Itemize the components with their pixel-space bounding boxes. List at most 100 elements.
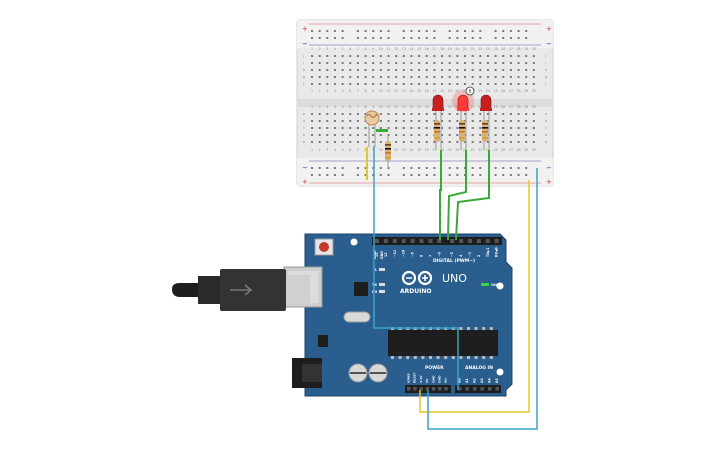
breadboard-hole[interactable] <box>326 55 329 57</box>
breadboard-hole[interactable] <box>318 62 321 64</box>
power-socket[interactable] <box>413 387 417 391</box>
rail-hole[interactable] <box>425 174 428 176</box>
analog-socket[interactable] <box>488 387 492 391</box>
rail-hole[interactable] <box>418 174 421 176</box>
breadboard-hole[interactable] <box>448 134 451 136</box>
breadboard-hole[interactable] <box>379 134 382 136</box>
rail-hole[interactable] <box>433 167 436 169</box>
breadboard-hole[interactable] <box>379 113 382 115</box>
breadboard-hole[interactable] <box>471 134 474 136</box>
breadboard-hole[interactable] <box>418 83 421 85</box>
breadboard-hole[interactable] <box>318 134 321 136</box>
breadboard-hole[interactable] <box>532 120 535 122</box>
rail-hole[interactable] <box>379 30 382 32</box>
breadboard-hole[interactable] <box>402 83 405 85</box>
rail-hole[interactable] <box>525 37 528 39</box>
breadboard-hole[interactable] <box>387 69 390 71</box>
rail-hole[interactable] <box>525 30 528 32</box>
breadboard-hole[interactable] <box>318 120 321 122</box>
digital-socket[interactable] <box>476 239 481 243</box>
rail-hole[interactable] <box>494 167 497 169</box>
wire-green-1[interactable] <box>439 150 442 240</box>
breadboard-hole[interactable] <box>311 134 313 136</box>
rail-hole[interactable] <box>471 174 474 176</box>
breadboard-hole[interactable] <box>425 55 428 57</box>
breadboard-hole[interactable] <box>479 113 482 115</box>
breadboard-hole[interactable] <box>364 141 367 143</box>
breadboard-hole[interactable] <box>349 76 352 78</box>
rail-hole[interactable] <box>318 174 321 176</box>
digital-socket[interactable] <box>494 239 499 243</box>
short-green-jumper[interactable] <box>376 129 388 132</box>
breadboard-hole[interactable] <box>333 134 336 136</box>
breadboard-hole[interactable] <box>379 141 382 143</box>
breadboard-hole[interactable] <box>333 62 336 64</box>
breadboard-hole[interactable] <box>341 141 344 143</box>
breadboard-hole[interactable] <box>364 76 367 78</box>
rail-hole[interactable] <box>509 167 512 169</box>
rail-hole[interactable] <box>333 30 336 32</box>
info-marker-icon[interactable] <box>465 86 475 96</box>
rail-hole[interactable] <box>364 167 367 169</box>
breadboard-hole[interactable] <box>433 141 436 143</box>
rail-hole[interactable] <box>387 30 390 32</box>
rail-hole[interactable] <box>341 167 344 169</box>
led-icon[interactable] <box>457 94 469 111</box>
breadboard-hole[interactable] <box>441 120 444 122</box>
rail-hole[interactable] <box>418 30 421 32</box>
breadboard-hole[interactable] <box>532 113 535 115</box>
rail-hole[interactable] <box>402 174 405 176</box>
breadboard-hole[interactable] <box>341 134 344 136</box>
breadboard-hole[interactable] <box>464 55 466 57</box>
breadboard-hole[interactable] <box>402 113 405 115</box>
breadboard-hole[interactable] <box>356 120 359 122</box>
breadboard-hole[interactable] <box>402 141 405 143</box>
rail-hole[interactable] <box>387 37 390 39</box>
breadboard-hole[interactable] <box>356 76 359 78</box>
analog-socket[interactable] <box>480 387 485 391</box>
breadboard-hole[interactable] <box>326 127 329 129</box>
breadboard-hole[interactable] <box>502 134 505 136</box>
breadboard-hole[interactable] <box>326 134 329 136</box>
breadboard-hole[interactable] <box>441 69 444 71</box>
breadboard-hole[interactable] <box>341 113 344 115</box>
breadboard-hole[interactable] <box>525 120 528 122</box>
rail-hole[interactable] <box>425 167 428 169</box>
rail-hole[interactable] <box>456 37 459 39</box>
rail-hole[interactable] <box>356 174 359 176</box>
rail-hole[interactable] <box>433 37 436 39</box>
breadboard-hole[interactable] <box>456 76 459 78</box>
breadboard-hole[interactable] <box>311 127 313 129</box>
breadboard-hole[interactable] <box>326 141 329 143</box>
breadboard-hole[interactable] <box>410 120 413 122</box>
breadboard-hole[interactable] <box>364 134 367 136</box>
digital-socket[interactable] <box>410 239 415 243</box>
breadboard-hole[interactable] <box>486 76 489 78</box>
breadboard-hole[interactable] <box>395 62 398 64</box>
rail-hole[interactable] <box>517 30 520 32</box>
breadboard-hole[interactable] <box>349 127 352 129</box>
breadboard-hole[interactable] <box>509 62 512 64</box>
wire-yellow-5v[interactable] <box>419 180 530 413</box>
rail-hole[interactable] <box>364 30 367 32</box>
rail-hole[interactable] <box>471 167 474 169</box>
rail-hole[interactable] <box>448 30 451 32</box>
breadboard-hole[interactable] <box>532 55 535 57</box>
digital-socket[interactable] <box>383 239 388 243</box>
breadboard-hole[interactable] <box>418 62 421 64</box>
breadboard-hole[interactable] <box>471 76 474 78</box>
breadboard-hole[interactable] <box>502 62 505 64</box>
breadboard-hole[interactable] <box>356 134 359 136</box>
breadboard-hole[interactable] <box>532 62 535 64</box>
breadboard-hole[interactable] <box>486 120 489 122</box>
breadboard-hole[interactable] <box>471 83 474 85</box>
breadboard-hole[interactable] <box>356 55 359 57</box>
breadboard-hole[interactable] <box>517 69 520 71</box>
breadboard-hole[interactable] <box>502 83 505 85</box>
breadboard-hole[interactable] <box>341 83 344 85</box>
breadboard-hole[interactable] <box>379 83 382 85</box>
breadboard-hole[interactable] <box>525 141 528 143</box>
breadboard-hole[interactable] <box>532 127 535 129</box>
breadboard-hole[interactable] <box>333 141 336 143</box>
breadboard-hole[interactable] <box>456 134 459 136</box>
